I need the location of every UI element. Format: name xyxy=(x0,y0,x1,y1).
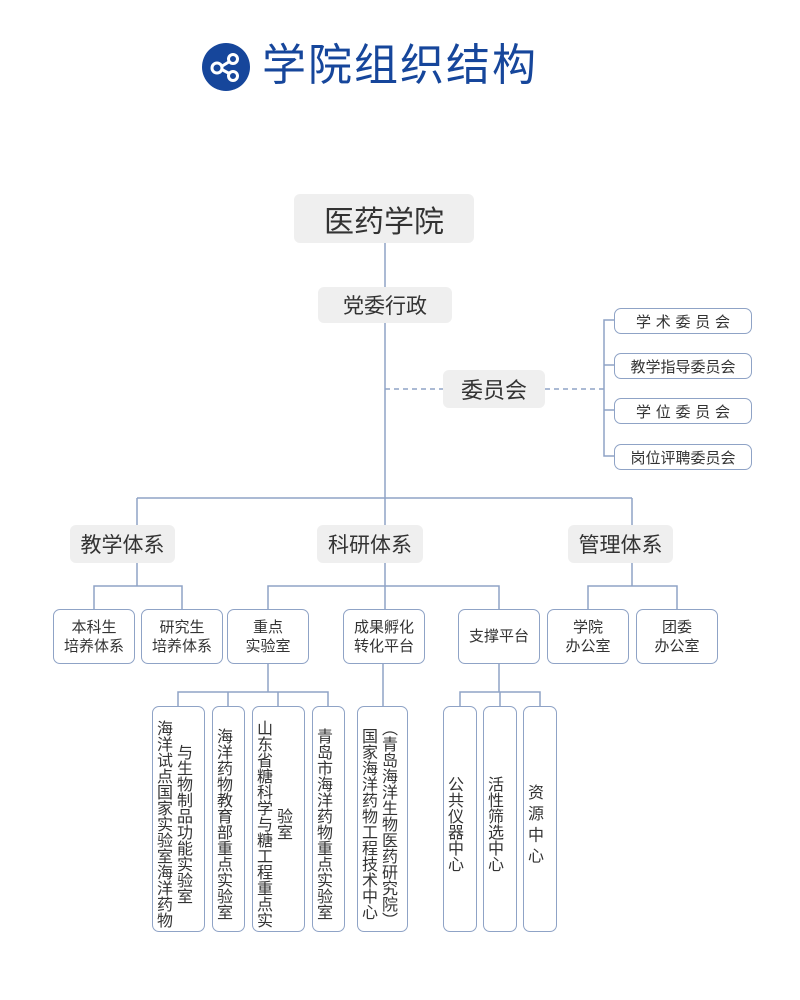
lab-moe-key: 海洋药物教育部重点实验室 xyxy=(212,706,245,932)
unit-college-office: 学院办公室 xyxy=(547,609,629,664)
unit-youth-league-office: 团委办公室 xyxy=(636,609,718,664)
connector-teaching-children xyxy=(93,585,183,609)
connector-management-children xyxy=(587,585,678,609)
share-icon xyxy=(202,43,250,91)
root-node: 医药学院 xyxy=(294,194,474,243)
connector-committee-bracket xyxy=(603,319,614,457)
party-node: 党委行政 xyxy=(318,287,452,323)
center-public-instruments: 公共仪器中心 xyxy=(443,706,477,932)
system-node-research: 科研体系 xyxy=(317,525,423,563)
unit-incubation-platform: 成果孵化转化平台 xyxy=(343,609,425,664)
center-resources: 资 源 中 心 xyxy=(523,706,557,932)
unit-graduate: 研究生培养体系 xyxy=(141,609,223,664)
connector-research-children xyxy=(267,585,500,609)
lab-national-pilot: 海洋试点国家实验室海洋药物与生物制品功能实验室 xyxy=(152,706,205,932)
committee-item: 教学指导委员会 xyxy=(614,353,752,379)
lab-qingdao-key: 青岛市海洋药物重点实验室 xyxy=(312,706,345,932)
page-title: 学院组织结构 xyxy=(262,40,538,91)
lab-shandong-glyco: 山东省糖科学与糖工程重点实验室 xyxy=(252,706,305,932)
connector-keylab-children xyxy=(177,691,329,706)
center-national-engineering: 国家海洋药物工程技术中心（青岛海洋生物医药研究院） xyxy=(357,706,408,932)
center-activity-screening: 活性筛选中心 xyxy=(483,706,517,932)
committee-item: 岗位评聘委员会 xyxy=(614,444,752,470)
committee-item: 学 术 委 员 会 xyxy=(614,308,752,334)
committee-node: 委员会 xyxy=(443,370,545,408)
unit-key-lab: 重点实验室 xyxy=(227,609,309,664)
system-node-management: 管理体系 xyxy=(568,525,673,563)
system-node-teaching: 教学体系 xyxy=(70,525,175,563)
committee-item: 学 位 委 员 会 xyxy=(614,398,752,424)
unit-support-platform: 支撑平台 xyxy=(458,609,540,664)
unit-undergraduate: 本科生培养体系 xyxy=(53,609,135,664)
